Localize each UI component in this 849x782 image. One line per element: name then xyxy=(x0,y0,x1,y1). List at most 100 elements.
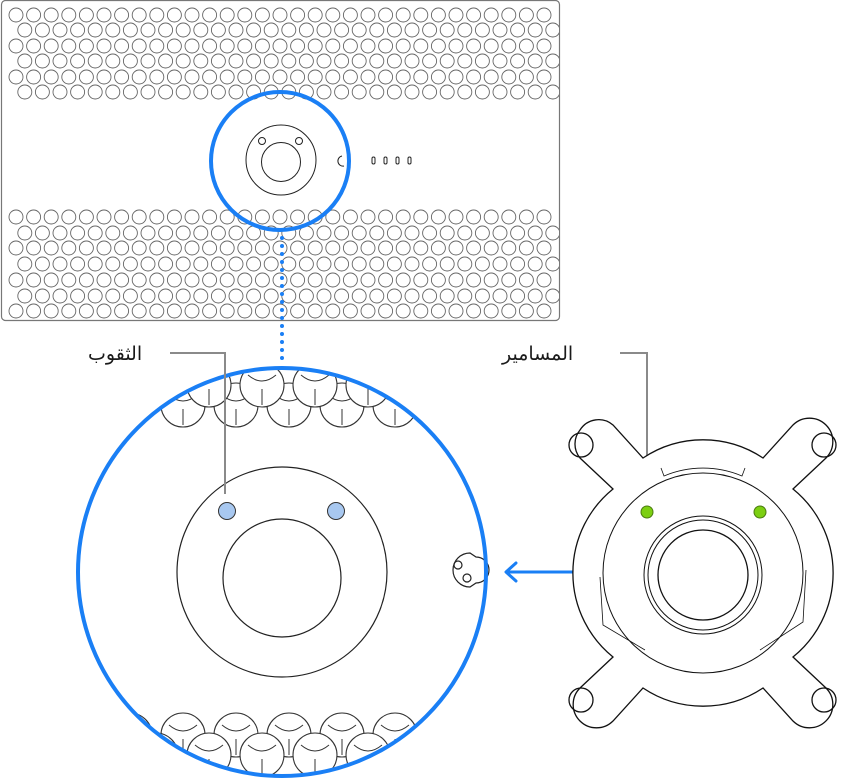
vent-hole xyxy=(290,209,306,225)
vent-hole xyxy=(228,288,244,304)
vent-hole xyxy=(457,225,473,241)
vent-hole xyxy=(518,209,534,225)
vent-hole xyxy=(527,53,543,69)
magnified-mount-ring xyxy=(176,466,388,678)
vent-hole xyxy=(448,272,464,288)
vent-hole-detail xyxy=(406,374,436,405)
vent-hole xyxy=(272,303,288,319)
vent-hole xyxy=(413,38,429,54)
arrow-left-icon xyxy=(504,561,580,583)
vent-hole xyxy=(307,240,323,256)
vent-hole xyxy=(369,288,385,304)
vent-hole xyxy=(272,272,288,288)
vent-hole xyxy=(492,53,508,69)
vent-hole-detail xyxy=(300,374,330,405)
vent-hole xyxy=(34,53,50,69)
vent-hole xyxy=(122,53,138,69)
vent-hole xyxy=(527,84,543,100)
vent-hole xyxy=(369,22,385,38)
vent-hole xyxy=(70,22,86,38)
vent-hole xyxy=(518,69,534,85)
vent-hole xyxy=(307,7,323,23)
vent-hole xyxy=(210,53,226,69)
vent-hole xyxy=(184,69,200,85)
vent-hole xyxy=(219,240,235,256)
vent-hole xyxy=(140,288,156,304)
vent-hole xyxy=(430,209,446,225)
vent-hole xyxy=(492,22,508,38)
vent-holes xyxy=(8,7,559,319)
vent-hole xyxy=(105,84,121,100)
adapter-screw-hole xyxy=(811,687,837,713)
vent-hole xyxy=(184,38,200,54)
vent-hole xyxy=(536,38,552,54)
vent-hole xyxy=(210,256,226,272)
vent-hole xyxy=(413,69,429,85)
vent-hole xyxy=(510,84,526,100)
vent-hole xyxy=(78,272,94,288)
vent-hole xyxy=(501,38,517,54)
vent-hole-detail xyxy=(433,724,463,755)
vent-hole xyxy=(457,256,473,272)
vent-hole xyxy=(448,7,464,23)
vent-hole xyxy=(237,303,253,319)
vent-hole xyxy=(140,84,156,100)
vent-hole xyxy=(43,209,59,225)
vent-hole xyxy=(422,53,438,69)
port-indicators xyxy=(371,156,412,165)
vent-hole xyxy=(131,209,147,225)
vent-hole xyxy=(158,256,174,272)
hole-marker-right xyxy=(327,502,345,520)
vent-hole xyxy=(325,240,341,256)
vent-hole xyxy=(360,69,376,85)
vent-hole xyxy=(52,53,68,69)
vent-hole xyxy=(466,7,482,23)
vent-hole xyxy=(166,69,182,85)
vent-hole xyxy=(149,240,165,256)
vent-hole xyxy=(430,7,446,23)
vent-hole xyxy=(510,288,526,304)
magnified-outline xyxy=(76,366,488,778)
vent-hole xyxy=(158,53,174,69)
vent-hole xyxy=(254,303,270,319)
vent-hole xyxy=(17,84,33,100)
latch-icon xyxy=(337,155,345,167)
vent-hole xyxy=(202,7,218,23)
vent-hole xyxy=(378,209,394,225)
vent-hole xyxy=(425,382,471,428)
vent-hole xyxy=(448,38,464,54)
vent-hole xyxy=(369,84,385,100)
vent-hole xyxy=(272,38,288,54)
vent-hole xyxy=(422,256,438,272)
vent-hole xyxy=(292,732,338,776)
vent-hole xyxy=(114,303,130,319)
vent-hole xyxy=(378,303,394,319)
vent-hole xyxy=(316,84,332,100)
vent-hole xyxy=(351,53,367,69)
vent-hole xyxy=(166,303,182,319)
pin-marker-right xyxy=(753,505,767,519)
vent-hole xyxy=(466,69,482,85)
vent-hole xyxy=(386,256,402,272)
vent-hole xyxy=(360,272,376,288)
vent-hole xyxy=(395,240,411,256)
vent-hole xyxy=(246,256,262,272)
vent-hole xyxy=(78,303,94,319)
vent-hole xyxy=(439,288,455,304)
vent-hole xyxy=(149,209,165,225)
vent-hole xyxy=(536,272,552,288)
vent-hole xyxy=(8,38,24,54)
vent-hole xyxy=(492,84,508,100)
vent-hole xyxy=(334,22,350,38)
vent-hole xyxy=(474,22,490,38)
vent-hole-detail xyxy=(274,724,304,755)
vent-hole xyxy=(351,256,367,272)
vent-hole xyxy=(325,7,341,23)
vent-hole xyxy=(272,7,288,23)
vent-hole xyxy=(316,53,332,69)
hole-marker-left xyxy=(218,502,236,520)
vent-hole xyxy=(545,256,559,272)
vent-hole xyxy=(378,69,394,85)
vent-hole xyxy=(122,256,138,272)
vent-hole xyxy=(219,303,235,319)
